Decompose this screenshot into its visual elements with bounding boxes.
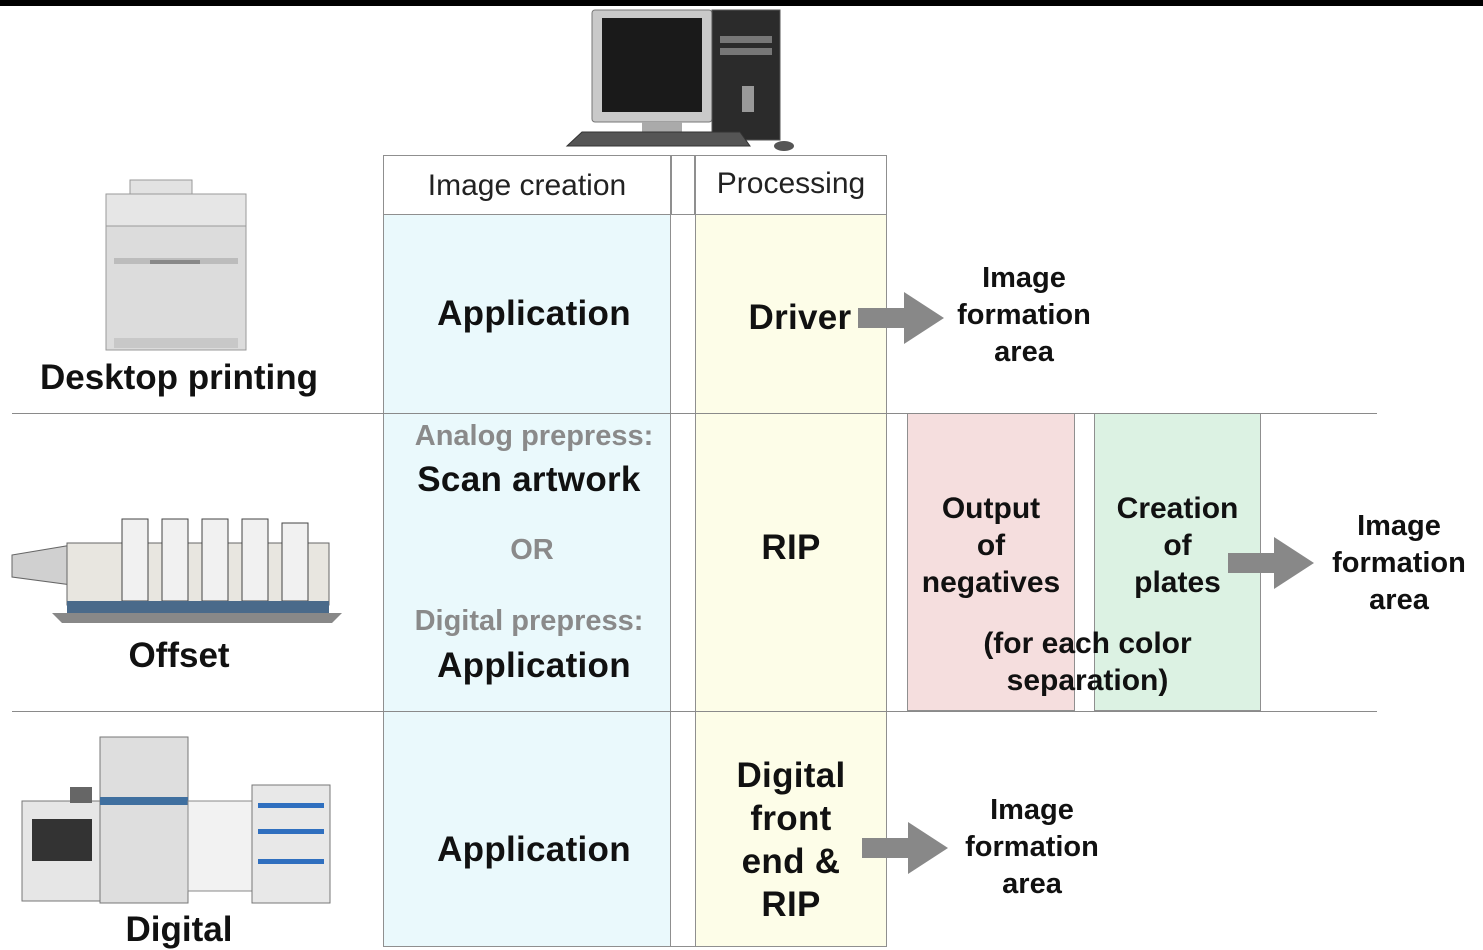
digital-front-end-rip: Digital front end & RIP [696,754,886,926]
processing-column [694,155,887,947]
or-label: OR [510,534,554,566]
digital-application: Application [437,830,631,869]
image-creation-column [383,155,671,947]
plates-line: Creation [1116,492,1239,525]
desktop-application: Application [437,294,631,333]
top-border [0,0,1483,6]
row-label-offset: Offset [128,636,230,675]
offset-application: Application [437,646,631,685]
arrow-right-icon [1228,537,1314,589]
row-label-digital: Digital [125,910,233,949]
header-processing: Processing [716,167,866,200]
creation-of-plates: Creation of plates [1096,490,1259,601]
output-of-negatives: Output of negatives [909,490,1073,601]
row-label-desktop-printing: Desktop printing [39,358,319,397]
output-line: area [994,336,1054,368]
output-line: area [1369,584,1429,616]
digital-prepress-heading: Digital prepress: [414,605,644,637]
output-line: Image [982,262,1066,294]
analog-prepress-heading: Analog prepress: [414,420,654,452]
column-gap [670,155,696,947]
output-line: area [1002,868,1062,900]
output-line: formation [1332,547,1466,579]
row-divider-2 [12,711,1377,712]
output-line: Image [1357,510,1441,542]
offset-output: Image formation area [1314,508,1483,619]
desktop-printer-icon [105,179,247,351]
desktop-output: Image formation area [934,260,1114,371]
negatives-line: of [976,529,1006,562]
plates-line: of [1163,529,1192,562]
row-divider-1 [12,413,1377,414]
dfe-line: end & [741,842,841,881]
output-line: formation [957,299,1091,331]
separation-line: (for each color [983,627,1192,660]
negatives-line: negatives [921,566,1061,599]
offset-rip: RIP [761,528,821,567]
output-line: formation [965,831,1099,863]
digital-output: Image formation area [944,792,1120,903]
negatives-line: Output [941,492,1041,525]
dfe-line: front [750,799,832,838]
separation-line: separation) [1006,664,1169,697]
color-separation-note: (for each color separation) [940,625,1235,699]
plates-line: plates [1134,566,1221,599]
header-row [384,156,886,215]
digital-press-icon [21,736,331,904]
desktop-computer-icon [565,9,794,151]
arrow-right-icon [862,822,948,874]
dfe-line: RIP [761,885,821,924]
arrow-right-icon [858,292,944,344]
scan-artwork: Scan artwork [417,460,641,499]
output-line: Image [990,794,1074,826]
desktop-driver: Driver [748,298,852,337]
offset-press-icon [11,518,342,623]
negatives-box [907,413,1075,711]
dfe-line: Digital [736,756,846,795]
header-image-creation: Image creation [427,169,627,202]
